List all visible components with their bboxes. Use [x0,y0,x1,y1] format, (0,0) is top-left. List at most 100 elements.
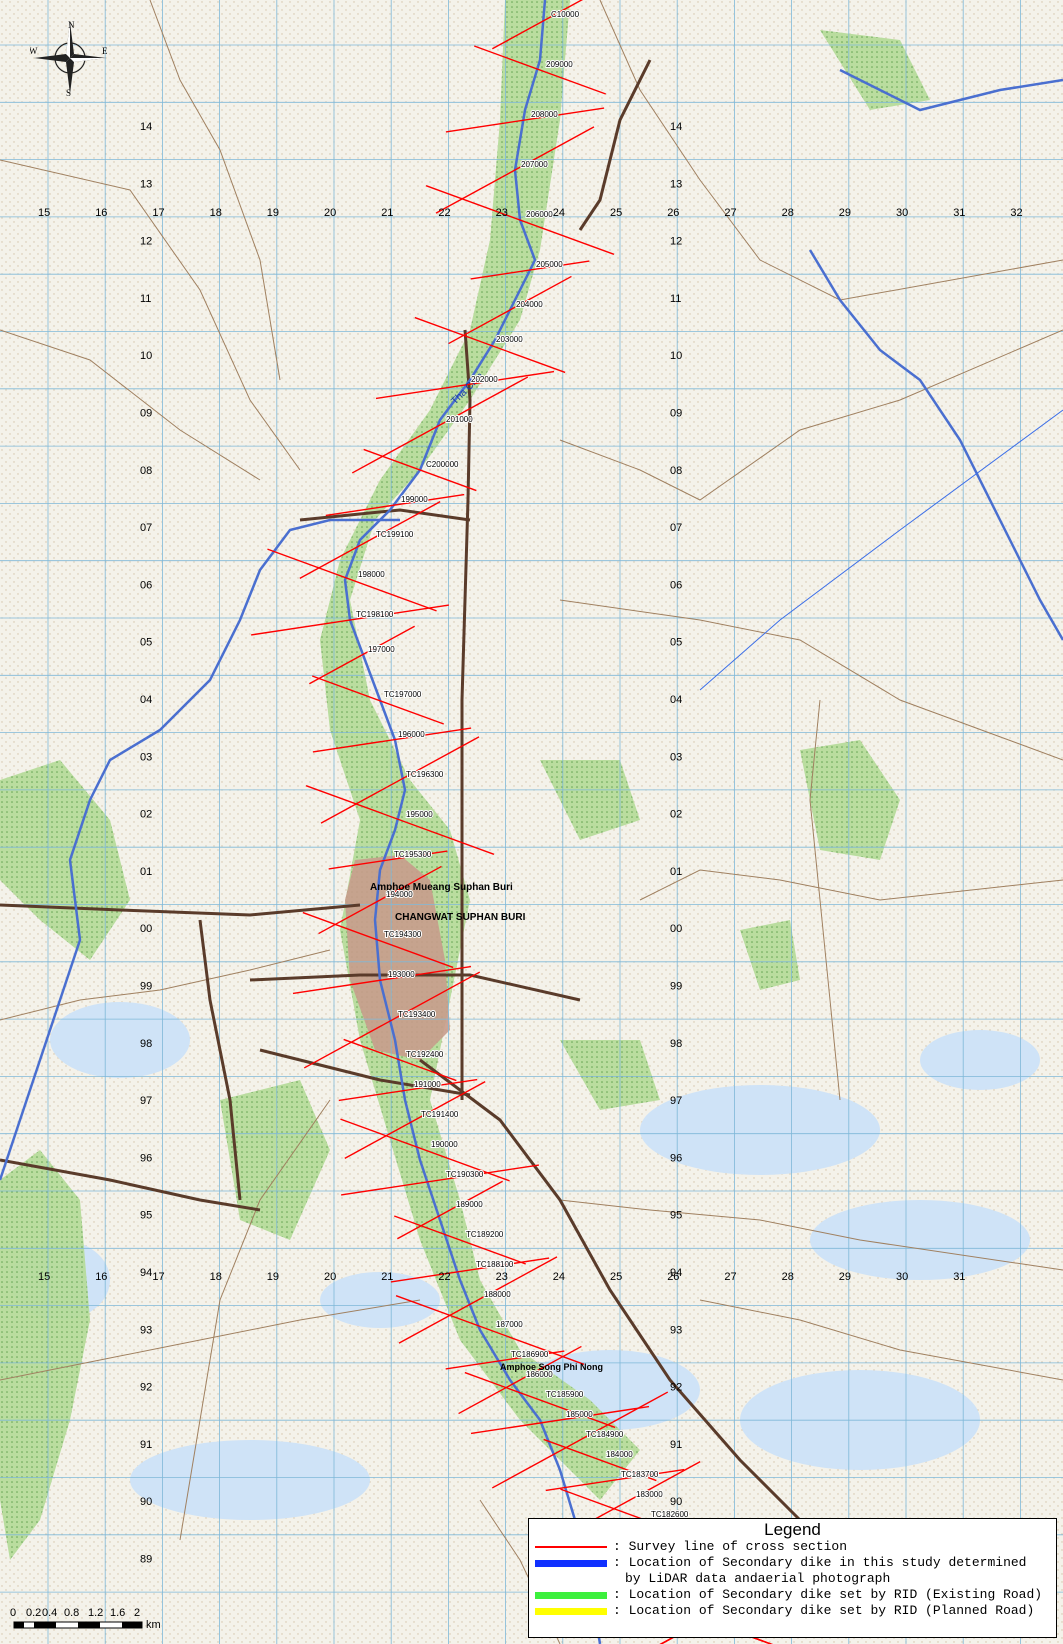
grid-label-top: 29 [839,207,851,219]
survey-station-label: 205000 [536,260,563,269]
survey-line [394,1215,526,1265]
grid-label-left: 01 [140,866,152,878]
grid-label-top: 28 [782,207,794,219]
scale-tick-label: 1.6 [110,1607,125,1619]
grid-label-left: 11 [140,293,151,305]
grid-label-bottom: 22 [438,1271,450,1283]
grid-label-left: 14 [140,121,152,133]
grid-label-left: 07 [140,522,152,534]
grid-label-mid: 02 [670,809,682,821]
legend-text-study-dike-cont: by LiDAR data andaerial photograph [625,1571,891,1586]
survey-line [425,185,615,255]
grid-label-mid: 07 [670,522,682,534]
grid-label-mid: 01 [670,866,682,878]
grid-label-mid: 98 [670,1038,682,1050]
survey-station-label: 199000 [401,495,428,504]
grid-label-left: 89 [140,1554,152,1566]
survey-line [363,448,477,492]
survey-line [445,1350,565,1370]
survey-line [492,0,584,50]
survey-line [318,865,442,935]
grid-label-mid: 91 [670,1439,682,1451]
grid-label-mid: 09 [670,408,682,420]
survey-line [312,727,472,753]
grid-label-top: 20 [324,207,336,219]
survey-station-label: TC186900 [511,1350,549,1359]
survey-line [470,260,590,280]
survey-station-label: TC198100 [356,610,394,619]
survey-station-label: TC193400 [398,1010,436,1019]
survey-line [458,1345,582,1415]
grid-label-bottom: 27 [724,1271,736,1283]
survey-station-label: 202000 [471,375,498,384]
grid-label-mid: 92 [670,1382,682,1394]
grid-label-bottom: 21 [381,1271,393,1283]
survey-station-label: 184000 [606,1450,633,1459]
compass-w: W [30,46,38,56]
survey-station-label: TC192400 [406,1050,444,1059]
survey-station-label: 198000 [358,570,385,579]
survey-station-label: 204000 [516,300,543,309]
grid-label-top: 24 [553,207,565,219]
legend-item-study-dike-cont: by LiDAR data andaerial photograph [529,1571,1056,1587]
survey-line [397,1180,503,1240]
grid-label-top: 26 [667,207,679,219]
legend-text-rid-planned: : Location of Secondary dike set by RID … [613,1603,1035,1618]
survey-line [491,1391,669,1489]
grid-label-left: 13 [140,178,152,190]
survey-station-label: TC199100 [376,530,414,539]
survey-line [312,675,444,725]
survey-line [474,45,606,95]
grid-label-bottom: 24 [553,1271,565,1283]
survey-line [303,971,481,1069]
survey-station-label: 203000 [496,335,523,344]
survey-line [340,1118,510,1182]
compass-rose: N S E W [29,18,110,98]
compass-n: N [68,20,75,30]
compass-s: S [66,88,71,98]
diagonal-line [699,409,1063,691]
grid-label-top: 32 [1010,207,1022,219]
grid-label-left: 91 [140,1439,152,1451]
scale-unit: km [146,1619,161,1631]
grid-label-mid: 10 [670,350,682,362]
grid-label-left: 10 [140,350,152,362]
grid-label-mid: 03 [670,751,682,763]
survey-station-label: 196000 [398,730,425,739]
scale-tick-label: 0 [10,1607,16,1619]
survey-line [375,370,555,400]
compass-icon: N S E W [29,20,108,98]
grid-label-left: 93 [140,1324,152,1336]
scale-tick-label: 0.4 [42,1607,57,1619]
survey-station-label: 188000 [484,1290,511,1299]
survey-lines [251,0,804,1644]
survey-line [309,625,415,685]
grid-label-bottom: 29 [839,1271,851,1283]
survey-line [343,1038,457,1082]
grid-label-bottom: 31 [953,1271,965,1283]
grid-label-top: 22 [438,207,450,219]
grid-label-bottom: 30 [896,1271,908,1283]
grid-label-mid: 05 [670,637,682,649]
grid-label-mid: 00 [670,923,682,935]
survey-line [341,1164,539,1196]
survey-station-label: TC190300 [446,1170,484,1179]
survey-station-label: C200000 [426,460,459,469]
scale-tick-label: 1.2 [88,1607,103,1619]
legend-swatch-survey [535,1546,607,1548]
grid-label-left: 95 [140,1210,152,1222]
survey-line [414,316,566,374]
legend-text-study-dike: : Location of Secondary dike in this stu… [613,1555,1027,1570]
survey-station-label: 207000 [521,160,548,169]
survey-line [251,604,449,636]
grid-label-left: 00 [140,923,152,935]
survey-line [351,376,529,474]
grid-label-left: 06 [140,579,152,591]
grid-label-bottom: 25 [610,1271,622,1283]
compass-e: E [102,46,108,56]
survey-station-label: C10000 [551,10,580,19]
grid-label-mid: 99 [670,981,682,993]
